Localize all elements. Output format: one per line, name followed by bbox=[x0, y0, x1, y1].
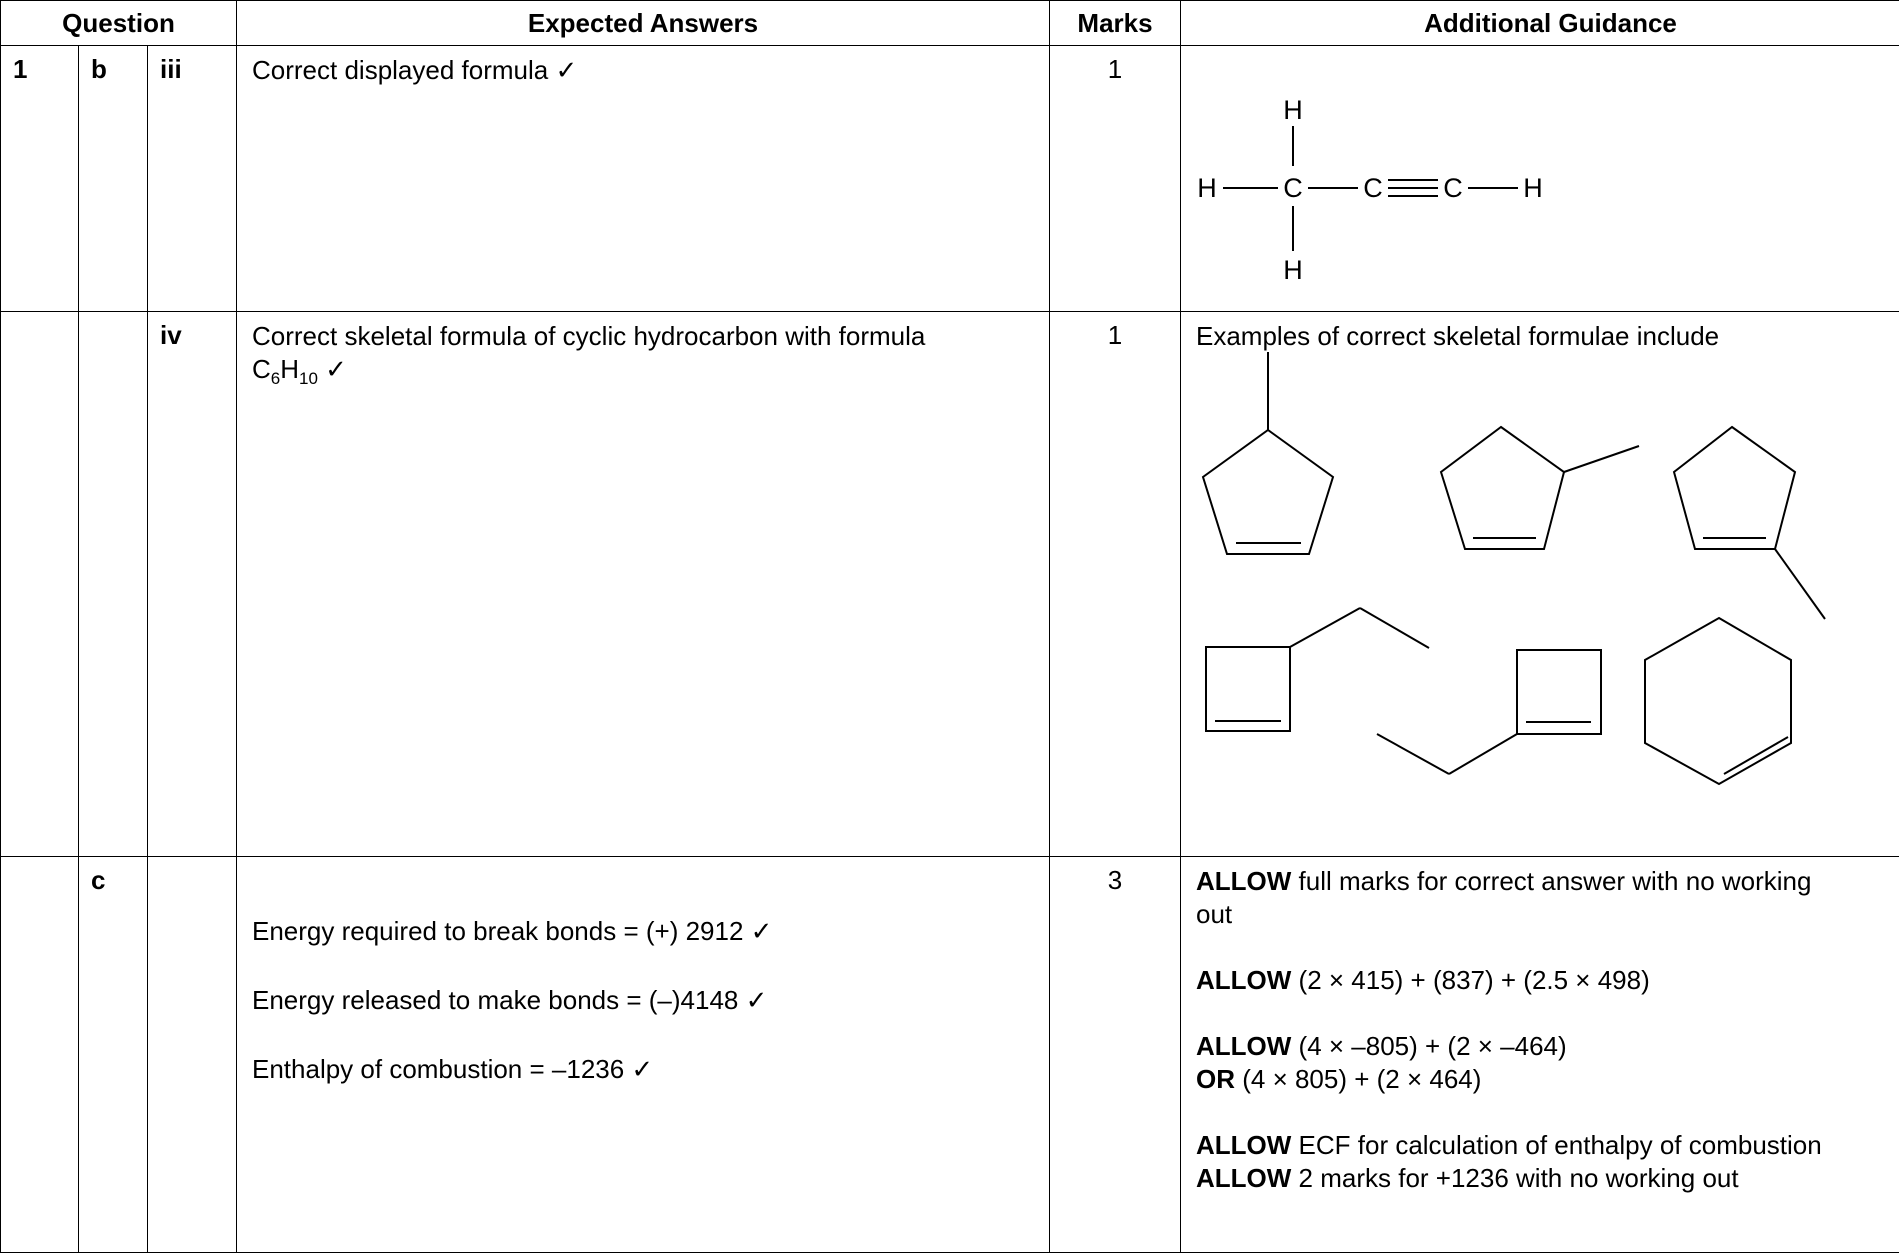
guidance-keyword: ALLOW bbox=[1196, 1130, 1291, 1160]
guidance-cell: ALLOW full marks for correct answer with… bbox=[1181, 857, 1899, 1253]
guidance-cell: Examples of correct skeletal formulae in… bbox=[1181, 312, 1899, 857]
guidance-text: (4 × –805) + (2 × –464) bbox=[1291, 1031, 1566, 1061]
guidance-text: 2 marks for +1236 with no working out bbox=[1291, 1163, 1738, 1193]
atom-h-bottom: H bbox=[1283, 255, 1303, 285]
expected-answer: Correct skeletal formula of cyclic hydro… bbox=[237, 312, 1050, 857]
header-question: Question bbox=[1, 1, 237, 46]
formula-part: H bbox=[280, 354, 299, 384]
formula-subscript: 6 bbox=[271, 369, 280, 388]
table-row: c Energy required to break bonds = (+) 2… bbox=[1, 857, 1899, 1253]
guidance-text: (4 × 805) + (2 × 464) bbox=[1235, 1064, 1481, 1094]
guidance-line: ALLOW 2 marks for +1236 with no working … bbox=[1196, 1162, 1899, 1195]
header-row: Question Expected Answers Marks Addition… bbox=[1, 1, 1899, 46]
answer-line: Energy released to make bonds = (–)4148 … bbox=[252, 984, 1049, 1017]
marks-value: 1 bbox=[1050, 46, 1181, 312]
atom-c1: C bbox=[1283, 173, 1303, 203]
skeletal-structure-2 bbox=[1441, 427, 1639, 549]
formula-part: C bbox=[252, 354, 271, 384]
tick-mark: ✓ bbox=[318, 354, 347, 384]
atom-h-left: H bbox=[1197, 173, 1217, 203]
guidance-text: (2 × 415) + (837) + (2.5 × 498) bbox=[1291, 965, 1649, 995]
skeletal-structure-3 bbox=[1674, 427, 1825, 619]
answer-line: Energy required to break bonds = (+) 291… bbox=[252, 915, 1049, 948]
table-row: iv Correct skeletal formula of cyclic hy… bbox=[1, 312, 1899, 857]
skeletal-structure-6 bbox=[1645, 618, 1791, 784]
molecular-formula: C6H10 ✓ bbox=[252, 353, 1049, 386]
skeletal-formulae-examples bbox=[1181, 312, 1899, 812]
guidance-line: ALLOW (2 × 415) + (837) + (2.5 × 498) bbox=[1196, 964, 1899, 997]
formula-subscript: 10 bbox=[299, 369, 318, 388]
answer-line: Correct skeletal formula of cyclic hydro… bbox=[252, 320, 1049, 353]
guidance-keyword: ALLOW bbox=[1196, 965, 1291, 995]
skeletal-structure-1 bbox=[1203, 352, 1333, 554]
guidance-text: full marks for correct answer with no wo… bbox=[1291, 866, 1811, 896]
expected-answer: Energy required to break bonds = (+) 291… bbox=[237, 857, 1050, 1253]
guidance-line: ALLOW (4 × –805) + (2 × –464) bbox=[1196, 1030, 1899, 1063]
header-marks: Marks bbox=[1050, 1, 1181, 46]
atom-c2: C bbox=[1363, 173, 1383, 203]
propyne-displayed-formula: H H C C C H H bbox=[1181, 46, 1781, 304]
guidance-keyword: ALLOW bbox=[1196, 1031, 1291, 1061]
header-expected-answers: Expected Answers bbox=[237, 1, 1050, 46]
question-subpart: iv bbox=[148, 312, 237, 857]
atom-c3: C bbox=[1443, 173, 1463, 203]
question-number: 1 bbox=[1, 46, 79, 312]
atom-h-top: H bbox=[1283, 95, 1303, 125]
answer-line: Enthalpy of combustion = –1236 ✓ bbox=[252, 1053, 1049, 1086]
question-number bbox=[1, 312, 79, 857]
question-part bbox=[79, 312, 148, 857]
guidance-line: out bbox=[1196, 898, 1899, 931]
guidance-text: ECF for calculation of enthalpy of combu… bbox=[1291, 1130, 1821, 1160]
question-subpart bbox=[148, 857, 237, 1253]
guidance-keyword: OR bbox=[1196, 1064, 1235, 1094]
marks-value: 1 bbox=[1050, 312, 1181, 857]
guidance-line: ALLOW ECF for calculation of enthalpy of… bbox=[1196, 1129, 1899, 1162]
expected-answer: Correct displayed formula ✓ bbox=[237, 46, 1050, 312]
guidance-keyword: ALLOW bbox=[1196, 866, 1291, 896]
atom-h-right: H bbox=[1523, 173, 1543, 203]
guidance-line: ALLOW full marks for correct answer with… bbox=[1196, 865, 1899, 898]
marks-value: 3 bbox=[1050, 857, 1181, 1253]
question-subpart: iii bbox=[148, 46, 237, 312]
guidance-line: OR (4 × 805) + (2 × 464) bbox=[1196, 1063, 1899, 1096]
question-part: c bbox=[79, 857, 148, 1253]
skeletal-structure-5 bbox=[1377, 650, 1601, 774]
guidance-keyword: ALLOW bbox=[1196, 1163, 1291, 1193]
table-row: 1 b iii Correct displayed formula ✓ 1 H … bbox=[1, 46, 1899, 312]
guidance-cell: H H C C C H H bbox=[1181, 46, 1899, 312]
skeletal-structure-4 bbox=[1206, 608, 1429, 731]
header-additional-guidance: Additional Guidance bbox=[1181, 1, 1899, 46]
question-number bbox=[1, 857, 79, 1253]
question-part: b bbox=[79, 46, 148, 312]
